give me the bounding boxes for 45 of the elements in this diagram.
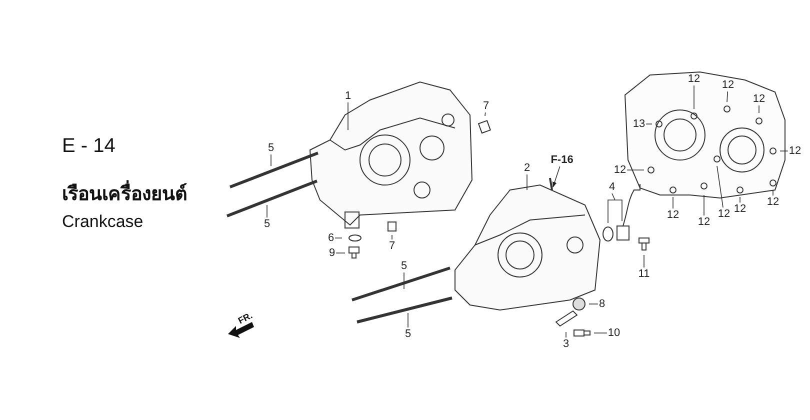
callout-number: 8 (598, 298, 606, 310)
callout-number: 13 (632, 118, 646, 130)
direction-label: FR. (236, 310, 254, 326)
callout-number: 5 (400, 260, 408, 272)
leader-line (336, 252, 346, 254)
callout-number: 12 (722, 80, 734, 90)
leader-line (780, 150, 788, 152)
leader-line (772, 190, 774, 196)
leader-line (672, 196, 674, 209)
leader-line (716, 166, 724, 208)
leader-line (270, 154, 272, 166)
callout-number: 12 (766, 196, 780, 208)
callout-number: 7 (388, 240, 396, 252)
callout-number: 2 (524, 162, 530, 174)
leader-line (726, 91, 728, 102)
callout-number: 12 (698, 216, 710, 228)
callout-number: 5 (264, 218, 270, 230)
callout-number: 4 (608, 182, 616, 192)
callout-number: 7 (482, 100, 490, 112)
section-title: เรือนเครื่องยนต์ (62, 178, 187, 208)
callout-number: 12 (734, 204, 746, 214)
callout-number: 1 (344, 90, 352, 102)
reference-label: F-16 (550, 154, 574, 166)
callout-number: 12 (752, 94, 766, 104)
callout-number: 11 (638, 268, 650, 280)
callout-number: 12 (718, 208, 730, 220)
leader-line (484, 112, 486, 116)
callout-number: 5 (268, 142, 274, 154)
callout-number: 9 (328, 248, 336, 258)
callout-number: 10 (608, 328, 620, 338)
callout-number: 6 (328, 232, 334, 244)
callout-number: 12 (666, 210, 680, 220)
reference-arrow (552, 166, 560, 188)
leader-line (526, 174, 528, 190)
leader-line (266, 204, 268, 218)
leader-line (608, 193, 622, 224)
callout-number: 5 (404, 328, 412, 340)
callout-number: 12 (688, 74, 700, 84)
section-subtitle: Crankcase (62, 212, 144, 232)
callout-number: 12 (614, 164, 626, 176)
callout-number: 3 (562, 338, 570, 350)
callout-number: 12 (788, 146, 802, 156)
leader-line (758, 105, 760, 114)
section-code: E - 14 (62, 135, 116, 158)
leader-line (594, 332, 608, 334)
